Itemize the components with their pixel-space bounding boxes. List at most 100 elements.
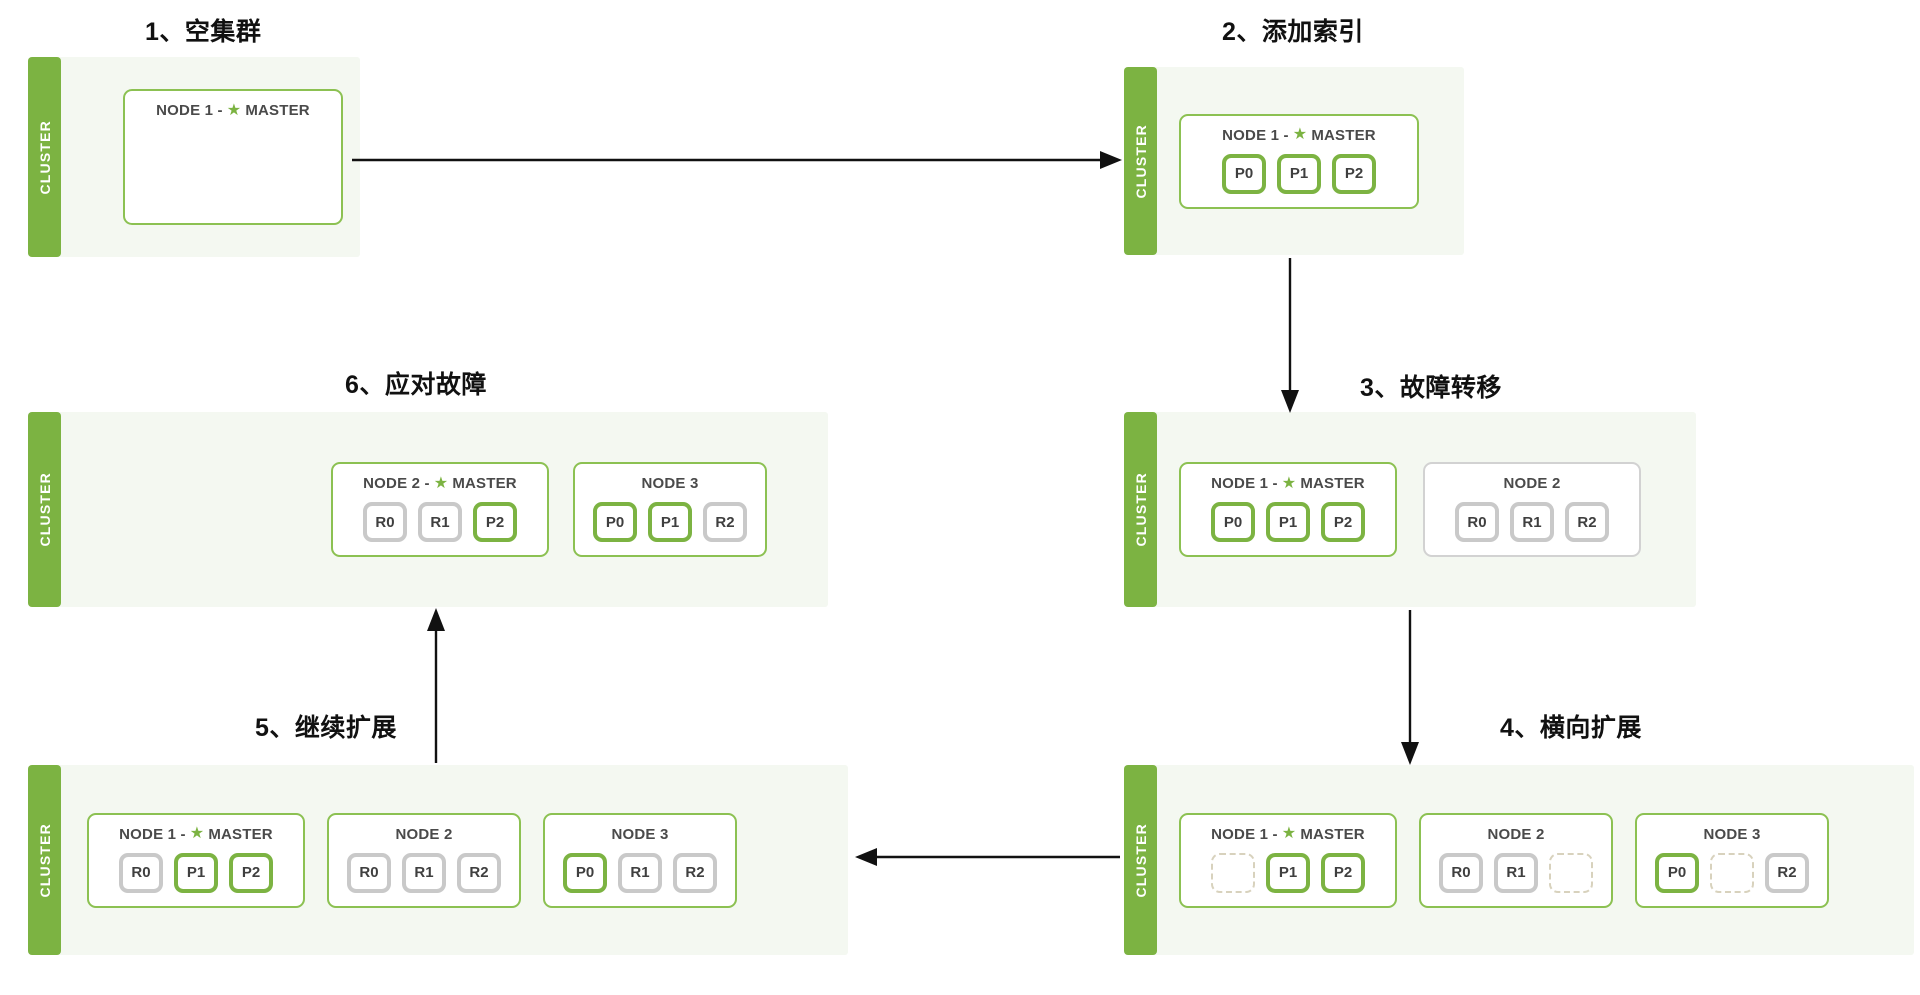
shard-list: R0 R1: [1439, 852, 1593, 893]
shard-box[interactable]: R2: [703, 502, 747, 542]
node-name: NODE 2 -: [363, 475, 430, 492]
node-name: NODE 1 -: [156, 102, 223, 119]
shard-box[interactable]: P0: [563, 852, 607, 893]
master-star-icon: ★: [433, 474, 449, 492]
cluster-panel-step6: CLUSTER NODE 2 - ★ MASTER R0 R1 P2 NODE …: [28, 412, 828, 607]
node-box[interactable]: NODE 1 - ★ MASTER P0 P1 P2: [1179, 113, 1419, 209]
panel-title-step5: 5、继续扩展: [255, 714, 397, 742]
cluster-bar-step1: CLUSTER: [28, 57, 61, 257]
node-box[interactable]: NODE 3 P0 R2: [1635, 812, 1829, 908]
cluster-bar-label: CLUSTER: [36, 119, 53, 195]
node-name: NODE 2: [395, 825, 453, 843]
arrow-step5-to-step6: [424, 608, 448, 763]
shard-box[interactable]: P2: [1332, 153, 1376, 194]
cluster-panel-step2: CLUSTER NODE 1 - ★ MASTER P0 P1 P2: [1124, 67, 1464, 255]
cluster-panel-step4: CLUSTER NODE 1 - ★ MASTER P1 P2 NODE 2 R…: [1124, 765, 1914, 955]
node-name: NODE 1 -: [1222, 126, 1289, 144]
shard-box[interactable]: R0: [363, 502, 407, 542]
master-star-icon: ★: [1281, 474, 1297, 492]
shard-box[interactable]: P0: [1222, 153, 1266, 194]
shard-box[interactable]: R1: [1510, 502, 1554, 542]
master-star-icon: ★: [226, 101, 242, 119]
node-name: NODE 3: [611, 825, 669, 843]
shard-box[interactable]: R0: [347, 852, 391, 893]
shard-box[interactable]: P1: [1266, 852, 1310, 893]
cluster-bar-step5: CLUSTER: [28, 765, 61, 955]
node-master-tag: MASTER: [452, 475, 517, 492]
cluster-bar-label: CLUSTER: [1132, 123, 1149, 199]
cluster-bar-label: CLUSTER: [36, 472, 53, 547]
shard-box[interactable]: P1: [1277, 153, 1321, 194]
node-box[interactable]: NODE 1 - ★ MASTER R0 P1 P2: [87, 812, 305, 908]
shard-box[interactable]: P1: [1266, 502, 1310, 542]
shard-list: P0 R1 R2: [563, 852, 717, 893]
master-star-icon: ★: [1292, 126, 1308, 143]
node-name: NODE 1 -: [119, 825, 186, 843]
shard-box[interactable]: R2: [1565, 502, 1609, 542]
shard-box[interactable]: R2: [1765, 852, 1809, 893]
shard-box[interactable]: R1: [618, 852, 662, 893]
cluster-panel-step5: CLUSTER NODE 1 - ★ MASTER R0 P1 P2 NODE …: [28, 765, 848, 955]
shard-box[interactable]: P0: [1211, 502, 1255, 542]
shard-box[interactable]: R0: [1439, 852, 1483, 893]
node-title: NODE 2 - ★ MASTER: [363, 475, 517, 492]
node-name: NODE 1 -: [1211, 825, 1278, 843]
cluster-bar-label: CLUSTER: [36, 822, 53, 898]
shard-box[interactable]: R2: [457, 852, 501, 893]
shard-box-empty[interactable]: [1211, 852, 1255, 893]
node-title: NODE 1 - ★ MASTER: [1211, 826, 1365, 843]
node-box[interactable]: NODE 2 - ★ MASTER R0 R1 P2: [331, 462, 549, 557]
node-name: NODE 2: [1487, 825, 1545, 843]
shard-box[interactable]: P1: [648, 502, 692, 542]
node-title: NODE 1 - ★ MASTER: [1211, 475, 1365, 492]
cluster-panel-step3: CLUSTER NODE 1 - ★ MASTER P0 P1 P2 NODE …: [1124, 412, 1696, 607]
shard-box-empty[interactable]: [1549, 852, 1593, 893]
shard-box[interactable]: R2: [673, 852, 717, 893]
node-box[interactable]: NODE 2 R0 R1: [1419, 812, 1613, 908]
shard-box[interactable]: P0: [593, 502, 637, 542]
shard-box[interactable]: R1: [1494, 852, 1538, 893]
shard-box[interactable]: R0: [1455, 502, 1499, 542]
master-star-icon: ★: [189, 825, 205, 842]
shard-list: P0 P1 P2: [1211, 502, 1365, 542]
shard-box[interactable]: P1: [174, 852, 218, 893]
node-title: NODE 2: [1503, 475, 1560, 492]
panel-title-step6: 6、应对故障: [345, 371, 487, 399]
node-title: NODE 3: [611, 826, 668, 843]
node-master-tag: MASTER: [208, 825, 273, 843]
node-master-tag: MASTER: [1311, 126, 1376, 144]
shard-box[interactable]: P2: [1321, 502, 1365, 542]
panel-title-step4: 4、横向扩展: [1500, 714, 1642, 742]
shard-box[interactable]: P2: [1321, 852, 1365, 893]
node-box[interactable]: NODE 3 P0 P1 R2: [573, 462, 767, 557]
shard-list: R0 P1 P2: [119, 852, 273, 893]
cluster-bar-label: CLUSTER: [1132, 472, 1149, 547]
node-box[interactable]: NODE 2 R0 R1 R2: [327, 812, 521, 908]
shard-box[interactable]: P0: [1655, 852, 1699, 893]
node-box[interactable]: NODE 1 - ★ MASTER P1 P2: [1179, 812, 1397, 908]
node-title: NODE 1 - ★ MASTER: [1222, 127, 1376, 144]
cluster-body-step1: NODE 1 - ★ MASTER: [61, 57, 360, 257]
shard-box-empty[interactable]: [1710, 852, 1754, 893]
node-master-tag: MASTER: [1300, 825, 1365, 843]
arrow-step4-to-step5: [855, 845, 1120, 869]
node-title: NODE 2: [1487, 826, 1544, 843]
node-box[interactable]: NODE 2 R0 R1 R2: [1423, 462, 1641, 557]
shard-box[interactable]: R1: [418, 502, 462, 542]
shard-box[interactable]: R0: [119, 852, 163, 893]
cluster-body-step6: NODE 2 - ★ MASTER R0 R1 P2 NODE 3 P0 P1 …: [61, 412, 828, 607]
shard-box[interactable]: P2: [473, 502, 517, 542]
shard-box[interactable]: P2: [229, 852, 273, 893]
node-name: NODE 1 -: [1211, 475, 1278, 492]
cluster-bar-step6: CLUSTER: [28, 412, 61, 607]
node-title: NODE 1 - ★ MASTER: [119, 826, 273, 843]
node-box[interactable]: NODE 1 - ★ MASTER: [123, 89, 343, 225]
arrow-step3-to-step4: [1398, 610, 1422, 765]
node-title: NODE 3: [641, 475, 698, 492]
shard-list: P0 P1 R2: [593, 502, 747, 542]
cluster-bar-step2: CLUSTER: [1124, 67, 1157, 255]
node-box[interactable]: NODE 3 P0 R1 R2: [543, 812, 737, 908]
node-box[interactable]: NODE 1 - ★ MASTER P0 P1 P2: [1179, 462, 1397, 557]
node-name: NODE 3: [641, 475, 699, 492]
shard-box[interactable]: R1: [402, 852, 446, 893]
